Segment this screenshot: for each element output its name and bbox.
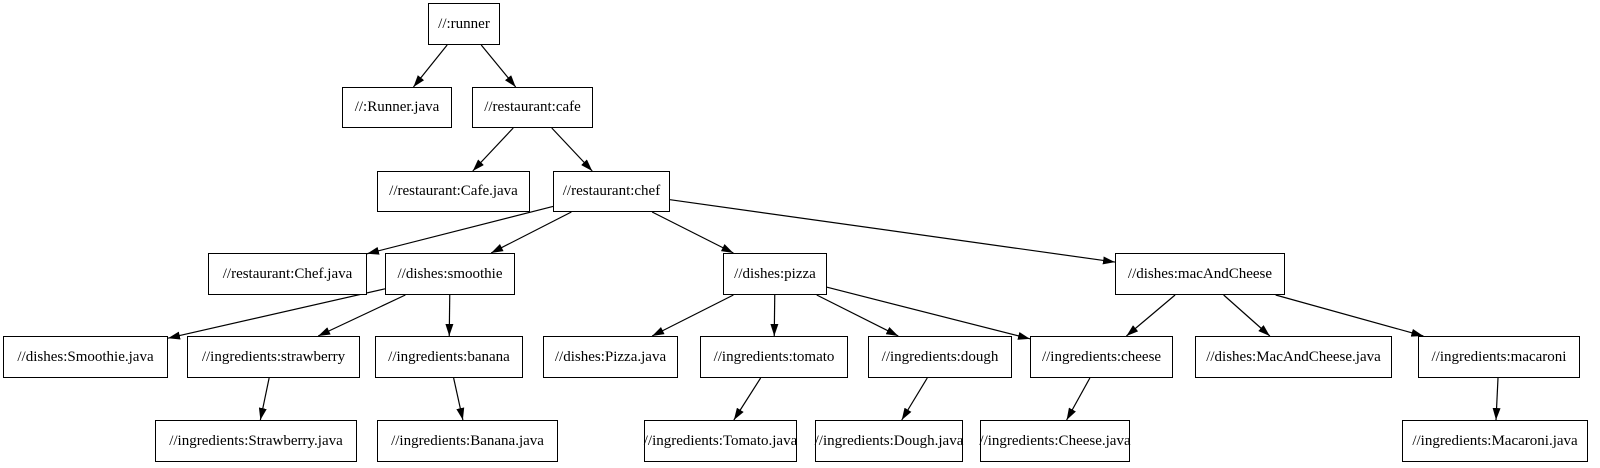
- edge-chef-to-chef-java: [366, 205, 554, 255]
- edge-pizza-to-cheese: [826, 286, 1031, 340]
- node-cafe: //restaurant:cafe: [472, 87, 593, 128]
- node-label: //ingredients:Dough.java: [814, 432, 964, 449]
- node-macaroni-java: //ingredients:Macaroni.java: [1402, 420, 1588, 462]
- node-label: //ingredients:banana: [388, 348, 510, 365]
- node-label: //ingredients:tomato: [713, 348, 835, 365]
- edge-cafe-to-cafe-java: [472, 127, 514, 172]
- edge-tomato-to-tomato-java: [733, 377, 762, 421]
- node-macaroni: //ingredients:macaroni: [1418, 336, 1580, 378]
- node-mac-and-cheese-java: //dishes:MacAndCheese.java: [1195, 336, 1392, 378]
- edge-mac-and-cheese-to-cheese: [1126, 294, 1176, 337]
- node-dough: //ingredients:dough: [868, 336, 1012, 378]
- edge-smoothie-to-smoothie-java: [167, 288, 386, 340]
- node-label: //ingredients:macaroni: [1431, 348, 1567, 365]
- edge-mac-and-cheese-to-mac-and-cheese-java: [1223, 294, 1271, 337]
- node-cheese-java: //ingredients:Cheese.java: [979, 420, 1131, 462]
- node-label: //ingredients:dough: [881, 348, 999, 365]
- node-label: //dishes:MacAndCheese.java: [1206, 348, 1381, 365]
- node-pizza: //dishes:pizza: [723, 253, 827, 295]
- edge-runner-to-runner-java: [412, 44, 448, 88]
- node-strawberry: //ingredients:strawberry: [187, 336, 360, 378]
- node-tomato-java: //ingredients:Tomato.java: [644, 420, 797, 462]
- node-pizza-java: //dishes:Pizza.java: [543, 336, 678, 378]
- node-label: //dishes:macAndCheese: [1127, 265, 1273, 282]
- node-label: //ingredients:Cheese.java: [979, 432, 1131, 449]
- node-label: //ingredients:Strawberry.java: [169, 432, 343, 449]
- node-tomato: //ingredients:tomato: [700, 336, 848, 378]
- edge-chef-to-smoothie: [490, 211, 572, 254]
- node-cafe-java: //restaurant:Cafe.java: [377, 171, 530, 212]
- node-chef: //restaurant:chef: [553, 171, 670, 212]
- node-label: //dishes:Smoothie.java: [17, 348, 154, 365]
- node-label: //:Runner.java: [354, 99, 440, 115]
- node-mac-and-cheese: //dishes:macAndCheese: [1115, 253, 1285, 295]
- edge-banana-to-banana-java: [453, 377, 465, 421]
- edge-dough-to-dough-java: [901, 377, 928, 421]
- edge-smoothie-to-strawberry: [317, 294, 406, 337]
- node-label: //ingredients:cheese: [1041, 348, 1162, 365]
- edge-runner-to-cafe: [480, 44, 517, 88]
- node-smoothie: //dishes:smoothie: [385, 253, 515, 295]
- node-label: //restaurant:Chef.java: [222, 265, 353, 282]
- node-dough-java: //ingredients:Dough.java: [815, 420, 963, 462]
- node-banana-java: //ingredients:Banana.java: [377, 420, 558, 462]
- node-label: //ingredients:Banana.java: [391, 432, 544, 449]
- edge-mac-and-cheese-to-macaroni: [1275, 294, 1424, 337]
- node-label: //restaurant:Cafe.java: [389, 183, 518, 199]
- node-label: //ingredients:Macaroni.java: [1412, 432, 1578, 449]
- node-label: //ingredients:strawberry: [201, 348, 346, 365]
- node-chef-java: //restaurant:Chef.java: [208, 253, 367, 295]
- node-label: //ingredients:Tomato.java: [643, 432, 798, 449]
- edge-cafe-to-chef: [551, 127, 593, 172]
- edge-macaroni-to-macaroni-java: [1492, 377, 1501, 421]
- edge-pizza-to-pizza-java: [651, 294, 734, 337]
- node-label: //dishes:Pizza.java: [554, 348, 667, 365]
- node-label: //restaurant:chef: [562, 183, 661, 199]
- node-label: //:runner: [438, 15, 490, 32]
- edge-cheese-to-cheese-java: [1066, 377, 1091, 421]
- node-strawberry-java: //ingredients:Strawberry.java: [155, 420, 357, 462]
- edge-chef-to-pizza: [651, 211, 734, 254]
- node-label: //restaurant:cafe: [484, 99, 581, 115]
- edge-pizza-to-dough: [816, 294, 899, 337]
- node-label: //dishes:smoothie: [397, 265, 503, 282]
- node-runner-java: //:Runner.java: [342, 87, 452, 128]
- node-cheese: //ingredients:cheese: [1030, 336, 1173, 378]
- edge-strawberry-to-strawberry-java: [258, 377, 270, 421]
- node-runner: //:runner: [428, 3, 500, 45]
- node-banana: //ingredients:banana: [375, 336, 523, 378]
- edge-chef-to-mac-and-cheese: [669, 199, 1116, 265]
- node-smoothie-java: //dishes:Smoothie.java: [3, 336, 168, 378]
- node-label: //dishes:pizza: [734, 265, 816, 282]
